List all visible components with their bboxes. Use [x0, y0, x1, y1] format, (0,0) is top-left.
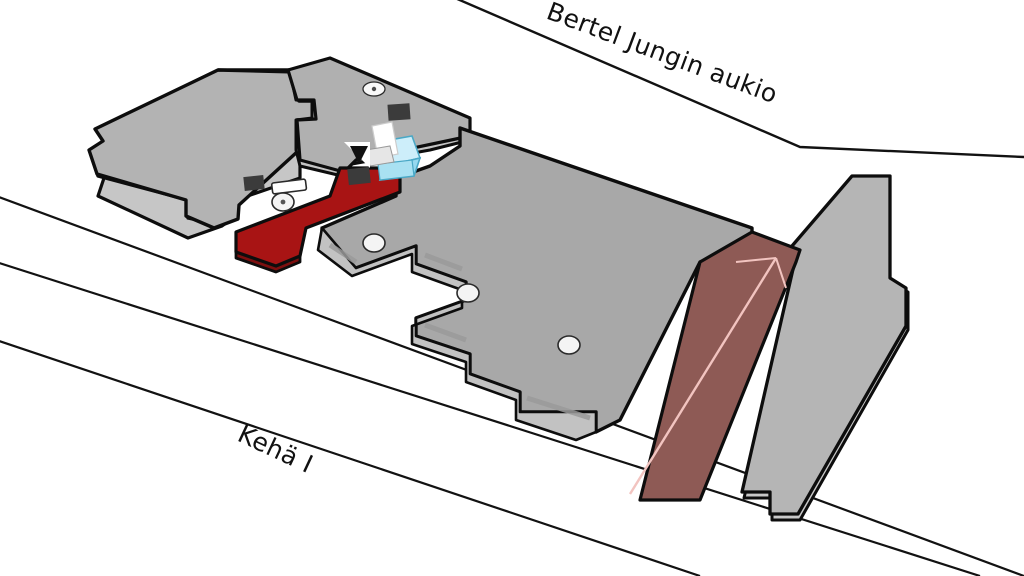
bertel-jungin-aukio-line [456, 0, 1024, 159]
roof-plate-icon-1 [362, 81, 386, 97]
highlight-red-connector[interactable] [234, 166, 402, 274]
roof-box-icon-1 [387, 103, 411, 121]
maroon-ramp-arrow-head [735, 257, 787, 289]
dome-icon-4 [557, 335, 581, 355]
keha-i-lane-3 [0, 340, 701, 576]
highlight-maroon-ramp[interactable] [628, 230, 802, 502]
dome-icon-1 [271, 192, 295, 212]
north-spine-roof [286, 56, 472, 174]
red-connector-roof [234, 166, 402, 268]
roof-box-icon-2 [347, 166, 371, 186]
keha-i-lane-2 [0, 262, 981, 576]
maroon-ramp-center-line [628, 257, 778, 495]
main-block-tooth-shading [328, 242, 591, 421]
street-bertel-jungin-aukio [456, 0, 1024, 159]
dome-icon-2 [362, 233, 386, 253]
maroon-ramp-surface [638, 230, 802, 502]
cyan-volume-side [377, 159, 415, 181]
roof-box-icon-3 [243, 174, 265, 192]
white-plate-icon-2 [365, 145, 395, 167]
white-plate-icon-3 [270, 178, 308, 195]
marker-entrance-group[interactable] [270, 121, 399, 195]
marker-domes-group [271, 192, 581, 355]
direction-arrow-icon[interactable] [350, 146, 368, 164]
building-west-wing[interactable] [87, 68, 318, 240]
dome-icon-3 [456, 283, 480, 303]
